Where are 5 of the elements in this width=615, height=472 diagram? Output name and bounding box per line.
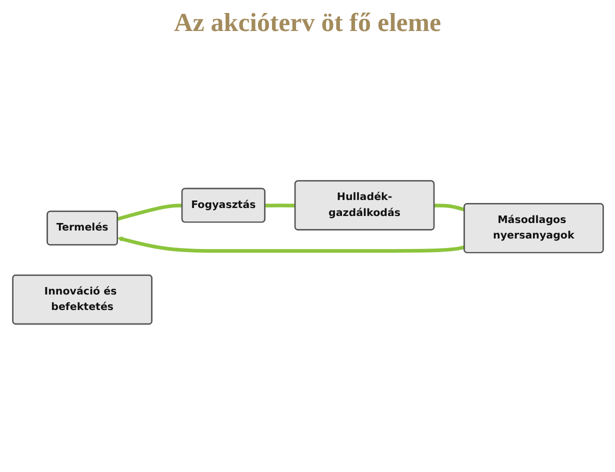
arrow: [116, 236, 464, 252]
connector: [264, 203, 295, 207]
connector: [116, 203, 182, 220]
connector: [434, 203, 464, 211]
diagram-title: Az akcióterv öt fő eleme: [172, 8, 442, 38]
